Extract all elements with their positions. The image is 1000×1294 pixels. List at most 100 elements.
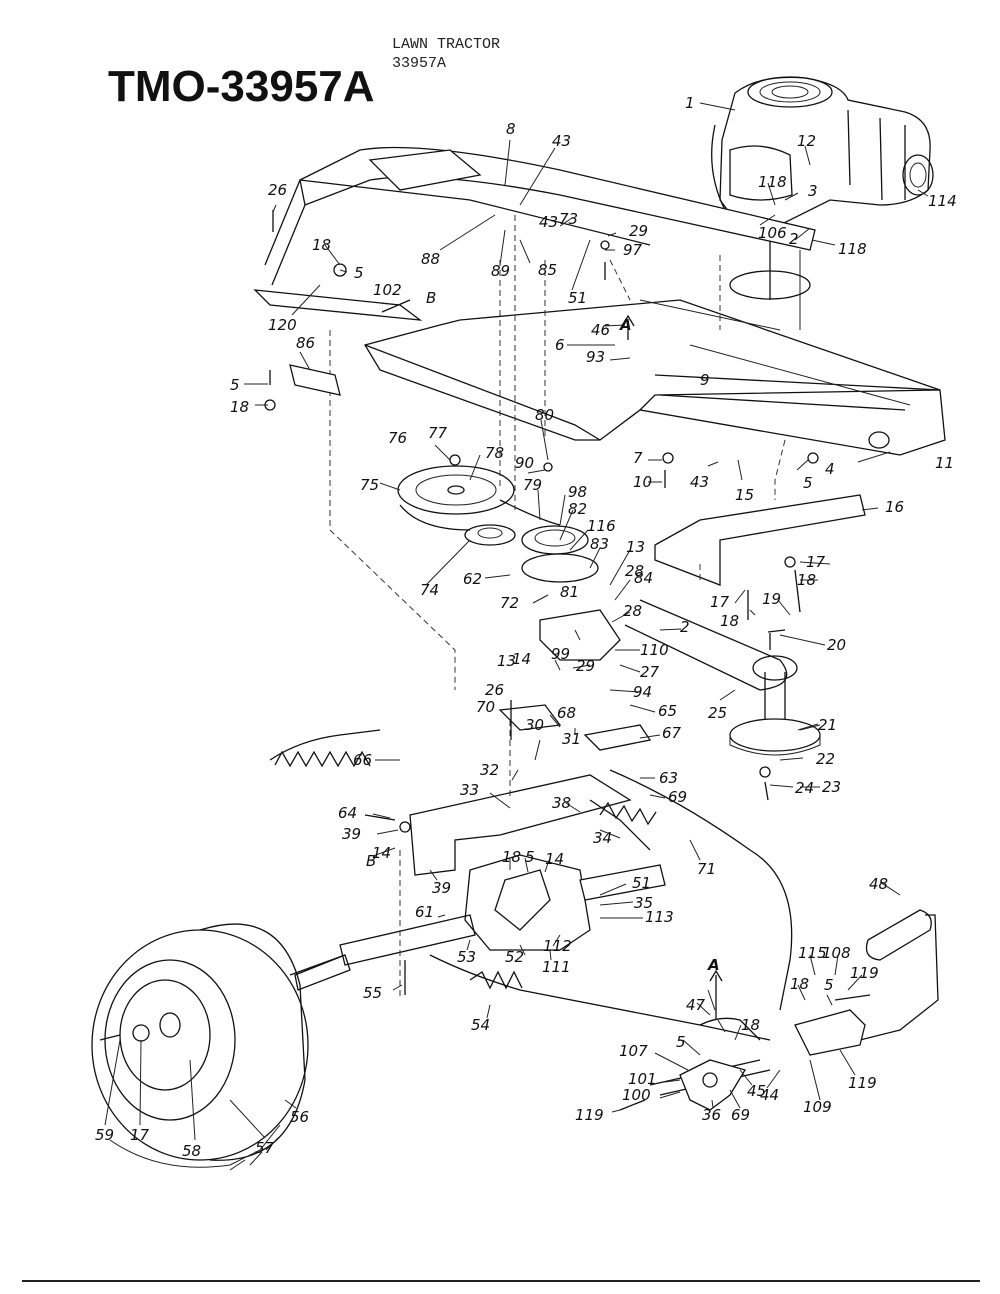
callout-B: B <box>366 852 376 870</box>
callout-79: 79 <box>523 476 542 494</box>
callout-120: 120 <box>268 316 297 334</box>
callout-39: 39 <box>432 879 451 897</box>
callout-89: 89 <box>491 262 510 280</box>
callout-64: 64 <box>338 804 357 822</box>
callout-90: 90 <box>515 454 534 472</box>
transaxle-frame <box>294 774 666 991</box>
callout-B: B <box>426 289 436 307</box>
callout-5: 5 <box>803 474 813 492</box>
callout-22: 22 <box>816 750 835 768</box>
callout-18: 18 <box>312 236 331 254</box>
callout-63: 63 <box>659 769 678 787</box>
hardware-fasteners <box>99 210 871 1111</box>
callout-61: 61 <box>415 903 434 921</box>
callout-27: 27 <box>640 663 660 681</box>
callout-51: 51 <box>632 874 651 892</box>
callout-17: 17 <box>130 1126 150 1144</box>
callout-53: 53 <box>457 948 476 966</box>
idler-arm-assembly <box>269 609 652 768</box>
callout-101: 101 <box>628 1070 657 1088</box>
callout-82: 82 <box>568 500 587 518</box>
callout-72: 72 <box>500 594 519 612</box>
callout-28: 28 <box>623 602 642 620</box>
callout-6: 6 <box>555 336 565 354</box>
callout-84: 84 <box>634 569 653 587</box>
callout-leader-lines <box>104 102 929 1141</box>
callout-18: 18 <box>741 1016 760 1034</box>
callout-47: 47 <box>686 996 706 1014</box>
callout-30: 30 <box>525 716 544 734</box>
callout-69: 69 <box>668 788 687 806</box>
callout-5: 5 <box>525 848 535 866</box>
callout-26: 26 <box>268 181 287 199</box>
callout-43: 43 <box>552 132 571 150</box>
assembly-reference-lines <box>329 215 786 1000</box>
callout-3: 3 <box>808 182 818 200</box>
callout-46: 46 <box>591 321 610 339</box>
callout-73: 73 <box>559 210 578 228</box>
callout-2: 2 <box>789 230 799 248</box>
callout-107: 107 <box>619 1042 648 1060</box>
brake-pedal <box>679 909 939 1111</box>
callout-A: A <box>707 956 720 974</box>
callout-35: 35 <box>634 894 653 912</box>
callout-18: 18 <box>797 571 816 589</box>
callout-78: 78 <box>485 444 504 462</box>
bracket-16 <box>654 494 866 586</box>
callout-112: 112 <box>543 937 572 955</box>
callout-116: 116 <box>587 517 616 535</box>
callout-32: 32 <box>480 761 499 779</box>
callout-31: 31 <box>562 730 581 748</box>
callout-74: 74 <box>420 581 439 599</box>
callout-45: 45 <box>747 1082 766 1100</box>
callout-55: 55 <box>363 984 382 1002</box>
callout-18: 18 <box>502 848 521 866</box>
callout-13: 13 <box>497 652 516 670</box>
callout-11: 11 <box>935 454 954 472</box>
diagram-id: TMO-33957A <box>108 62 375 111</box>
callout-5: 5 <box>824 976 834 994</box>
callout-86: 86 <box>296 334 315 352</box>
callout-111: 111 <box>542 958 571 976</box>
drive-pulley-assembly <box>397 465 821 756</box>
callout-115: 115 <box>798 944 827 962</box>
callout-76: 76 <box>388 429 407 447</box>
page-bottom-rule <box>22 1280 980 1282</box>
diagram-title: LAWN TRACTOR <box>392 36 501 53</box>
callout-33: 33 <box>460 781 479 799</box>
callout-70: 70 <box>476 698 495 716</box>
callout-81: 81 <box>560 583 579 601</box>
callout-25: 25 <box>708 704 727 722</box>
callout-44: 44 <box>760 1086 779 1104</box>
callout-10: 10 <box>633 473 652 491</box>
callout-93: 93 <box>586 348 605 366</box>
callout-43: 43 <box>690 473 709 491</box>
callout-69: 69 <box>731 1106 750 1124</box>
frame-deck-plate <box>363 270 946 456</box>
callout-38: 38 <box>552 794 571 812</box>
callout-18: 18 <box>230 398 249 416</box>
callout-13: 13 <box>626 538 645 556</box>
callout-14: 14 <box>545 850 564 868</box>
callout-39: 39 <box>342 825 361 843</box>
callout-8: 8 <box>506 120 516 138</box>
callout-100: 100 <box>622 1086 651 1104</box>
callout-66: 66 <box>353 751 372 769</box>
callout-28: 28 <box>625 562 644 580</box>
callout-43: 43 <box>539 213 558 231</box>
callout-109: 109 <box>803 1098 832 1116</box>
callout-5: 5 <box>354 264 364 282</box>
callout-12: 12 <box>797 132 816 150</box>
callout-58: 58 <box>182 1142 201 1160</box>
callout-102: 102 <box>373 281 402 299</box>
callout-52: 52 <box>505 948 524 966</box>
model-number: 33957A <box>392 55 447 72</box>
callout-23: 23 <box>822 778 841 796</box>
callout-54: 54 <box>471 1016 490 1034</box>
callout-24: 24 <box>795 779 814 797</box>
callout-14: 14 <box>372 844 391 862</box>
cables-and-rods <box>429 769 793 1096</box>
callout-118: 118 <box>758 173 787 191</box>
callout-99: 99 <box>551 645 570 663</box>
callout-20: 20 <box>827 636 846 654</box>
